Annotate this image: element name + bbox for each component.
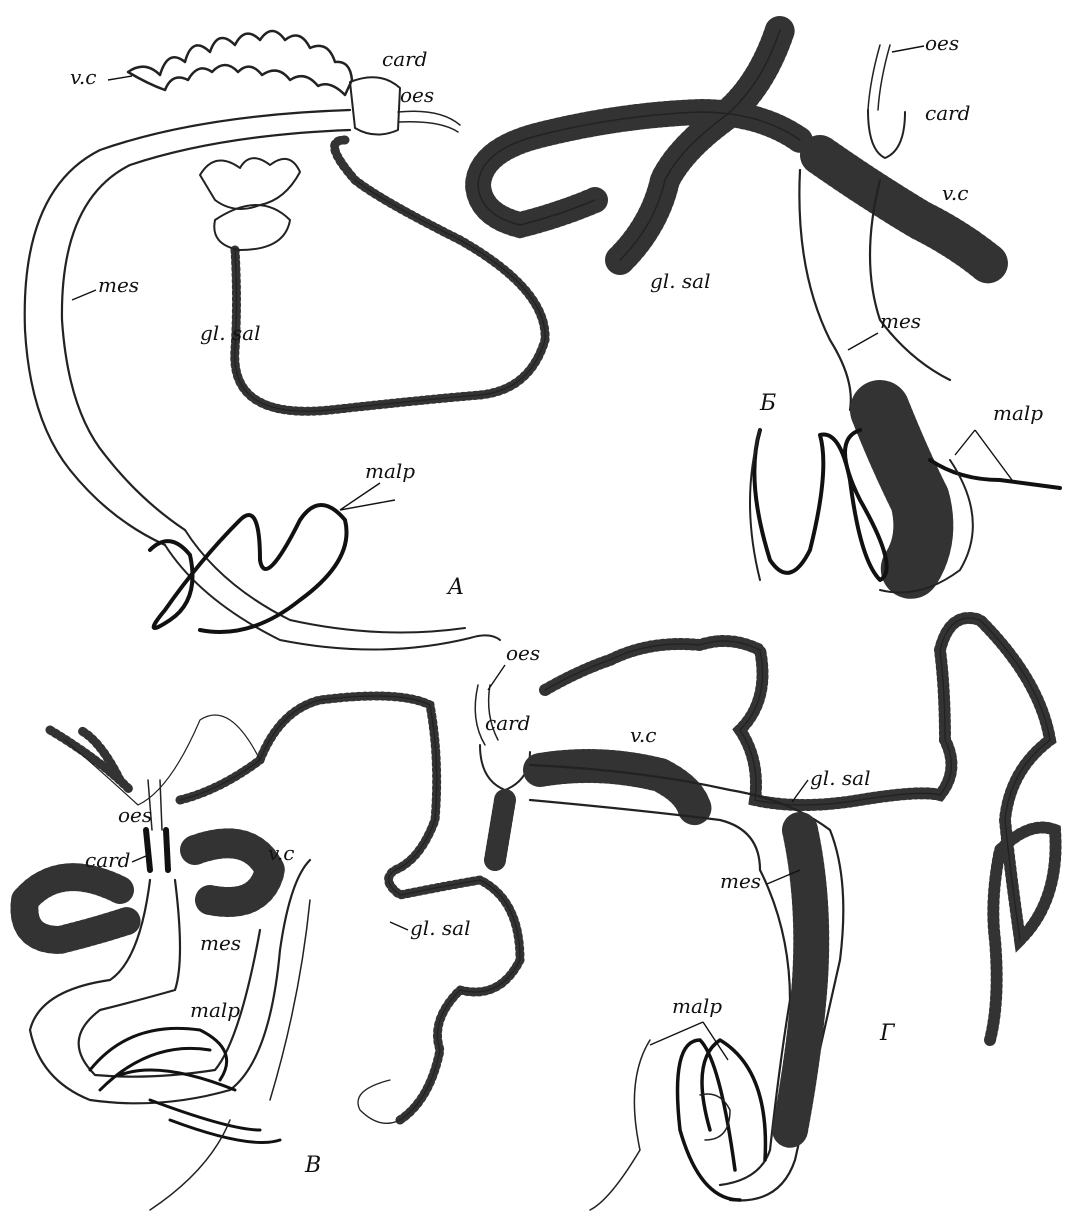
panel-c-panel-label: В — [304, 1153, 321, 1178]
panel-a-panel-label: A — [446, 575, 464, 600]
panel-d-label-malp: malp — [672, 994, 722, 1018]
panel-a-label-gl-sal: gl. sal — [200, 321, 261, 345]
panel-b-label-oes: oes — [925, 31, 959, 55]
panel-a-cardia — [350, 77, 400, 134]
panel-d-label-mes: mes — [720, 869, 761, 893]
panel-b-label-mes: mes — [880, 309, 921, 333]
panel-d-panel-label: Г — [879, 1021, 896, 1046]
panel-b-salivary-gland — [478, 112, 800, 225]
panel-a-malpighian-tubules — [150, 505, 347, 632]
panel-d-label-gl-sal: gl. sal — [810, 766, 871, 790]
panel-d-cardia — [480, 745, 530, 790]
panel-a-salivary-gland — [235, 140, 545, 411]
panel-d-label-card: card — [485, 711, 531, 735]
panel-b-label-malp: malp — [993, 401, 1043, 425]
panel-d-posterior-midgut — [790, 830, 811, 1130]
panel-a-label-oes: oes — [400, 83, 434, 107]
panel-d-label-vc: v.c — [630, 723, 656, 747]
panel-b-panel-label: Б — [759, 391, 776, 416]
panel-d-malpighian-tubules — [678, 1040, 766, 1200]
panel-b-ventriculus-coecus — [820, 155, 990, 265]
panel-a-label-vc: v.c — [70, 65, 96, 89]
panel-a-label-card: card — [382, 47, 428, 71]
panel-c: oes card v.c mes malp gl. sal В — [24, 696, 520, 1210]
panel-b-oesophagus — [868, 45, 890, 110]
panel-c-cardia — [146, 830, 168, 870]
panel-c-label-gl-sal: gl. sal — [410, 916, 471, 940]
panel-a-label-malp: malp — [365, 459, 415, 483]
panel-a-midgut — [25, 110, 350, 545]
panel-d-ventriculus-coecus-drop — [495, 800, 505, 860]
panel-b-cardia — [868, 110, 905, 158]
panel-c-label-oes: oes — [118, 803, 152, 827]
panel-a-ventriculus-coecus — [128, 31, 352, 95]
panel-d-label-oes: oes — [506, 641, 540, 665]
panel-a: v.c card oes mes gl. sal malp A — [25, 31, 545, 650]
panel-c-ventriculus-coecus-left — [24, 877, 130, 940]
panel-b-salivary-gland-lobe — [620, 30, 780, 260]
panel-c-salivary-gland-left — [50, 730, 130, 790]
panel-b-posterior-midgut — [880, 410, 923, 570]
panel-c-label-vc: v.c — [268, 841, 294, 865]
panel-c-ventriculus-coecus — [195, 843, 270, 902]
panel-c-label-malp: malp — [190, 998, 240, 1022]
panel-c-malpighian-tubules — [90, 1028, 280, 1142]
panel-d: oes card v.c gl. sal mes malp Г — [475, 618, 1055, 1210]
panel-c-label-mes: mes — [200, 931, 241, 955]
panel-b-label-gl-sal: gl. sal — [650, 269, 711, 293]
panel-b-label-card: card — [925, 101, 971, 125]
panel-b: oes card v.c gl. sal mes malp Б — [478, 30, 1060, 593]
panel-c-label-card: card — [85, 848, 131, 872]
panel-b-label-vc: v.c — [942, 181, 968, 205]
panel-a-oesophagus — [398, 111, 460, 132]
panel-a-label-mes: mes — [98, 273, 139, 297]
panel-a-salivary-lobes — [200, 158, 300, 250]
